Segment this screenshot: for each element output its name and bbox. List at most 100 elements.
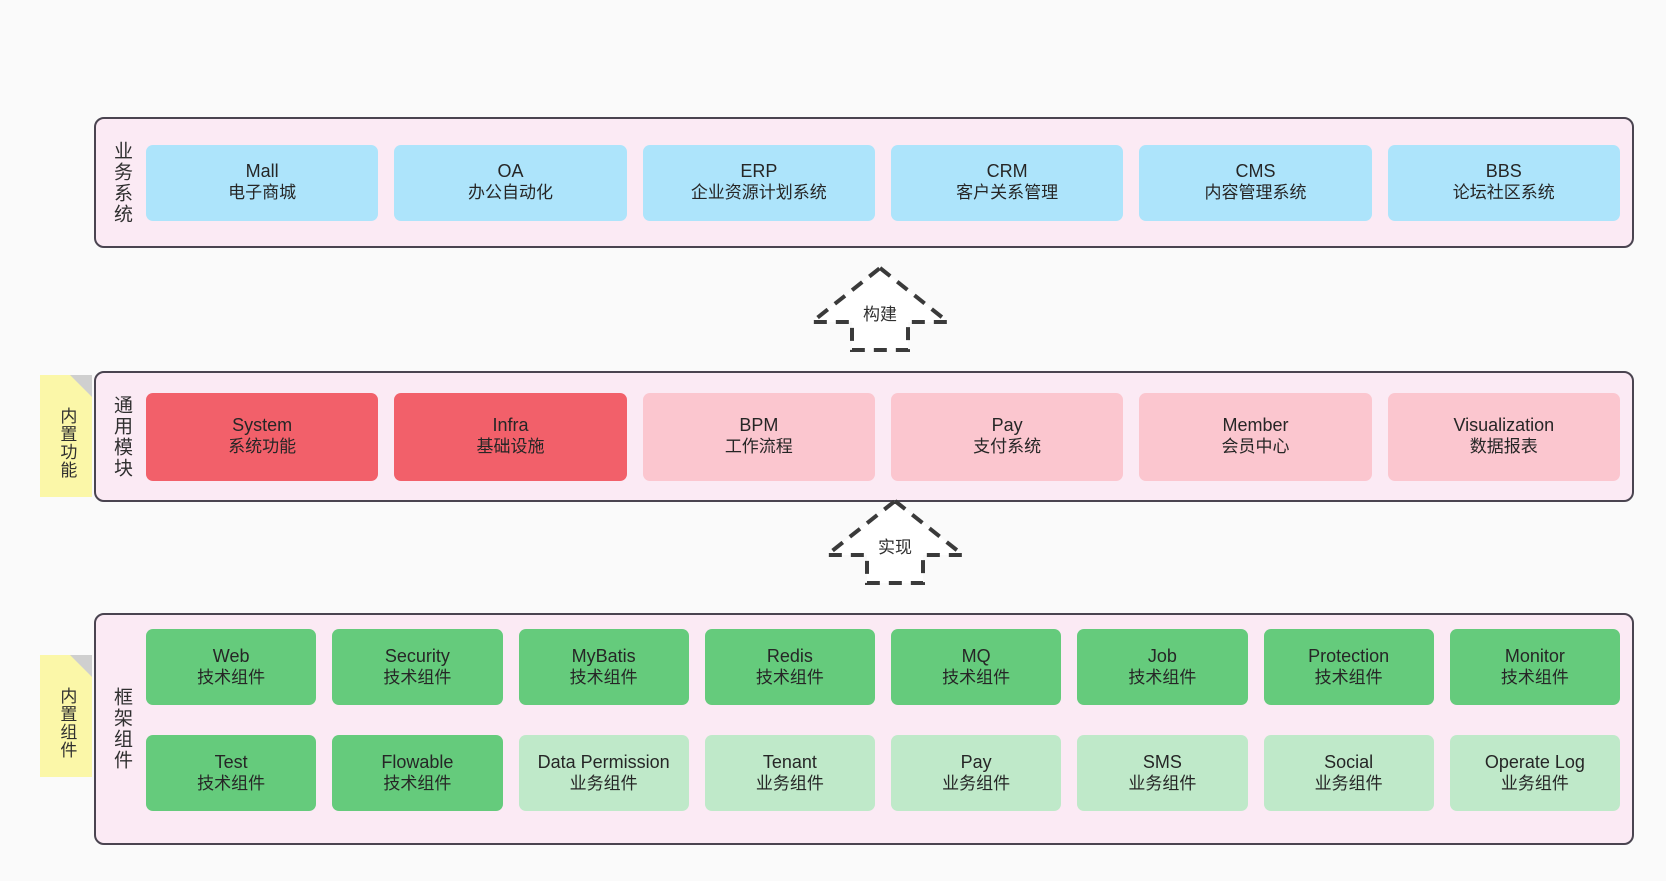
- card-cms[interactable]: CMS 内容管理系统: [1139, 144, 1372, 221]
- card-title: Security: [384, 645, 450, 666]
- card-subtitle: 会员中心: [1221, 437, 1290, 457]
- card-subtitle: 技术组件: [383, 773, 452, 793]
- arrow-realize-label: 实现: [878, 538, 912, 557]
- layer-business-system: 业务系统 Mall 电子商城 OA 办公自动化 ERP 企业资源计划系统 CRM…: [94, 117, 1634, 248]
- card-oa[interactable]: OA 办公自动化: [394, 144, 627, 221]
- card-security[interactable]: Security 技术组件: [332, 629, 503, 705]
- card-subtitle: 业务组件: [569, 773, 638, 793]
- card-bbs[interactable]: BBS 论坛社区系统: [1387, 144, 1620, 221]
- card-job[interactable]: Job 技术组件: [1077, 629, 1248, 705]
- card-subtitle: 基础设施: [476, 437, 545, 457]
- card-protection[interactable]: Protection 技术组件: [1263, 629, 1434, 705]
- card-title: Data Permission: [537, 751, 670, 772]
- card-title: BPM: [739, 415, 779, 436]
- sticky-fold-icon: [70, 375, 92, 397]
- card-title: Infra: [492, 415, 529, 436]
- card-subtitle: 业务组件: [1128, 773, 1197, 793]
- card-subtitle: 办公自动化: [467, 183, 553, 203]
- card-subtitle: 企业资源计划系统: [690, 183, 827, 203]
- card-subtitle: 系统功能: [228, 437, 297, 457]
- card-title: Web: [212, 645, 250, 666]
- card-subtitle: 内容管理系统: [1204, 183, 1307, 203]
- card-title: Mall: [245, 161, 279, 182]
- card-subtitle: 业务组件: [1314, 773, 1383, 793]
- card-social[interactable]: Social 业务组件: [1263, 735, 1434, 811]
- framework-component-grid: Web 技术组件 Security 技术组件 MyBatis 技术组件 Redi…: [146, 615, 1632, 843]
- card-bpm[interactable]: BPM 工作流程: [642, 392, 875, 481]
- business-system-card-row: Mall 电子商城 OA 办公自动化 ERP 企业资源计划系统 CRM 客户关系…: [146, 119, 1632, 246]
- sticky-note-label: 内置组件: [57, 687, 77, 759]
- card-title: MyBatis: [571, 645, 636, 666]
- card-visualization[interactable]: Visualization 数据报表: [1387, 392, 1620, 481]
- arrow-realize: 实现: [815, 495, 975, 585]
- framework-tech-row: Web 技术组件 Security 技术组件 MyBatis 技术组件 Redi…: [146, 629, 1620, 723]
- sticky-note-builtin-feature: 内置功能: [40, 375, 92, 497]
- card-mall[interactable]: Mall 电子商城: [146, 144, 379, 221]
- card-title: System: [232, 415, 293, 436]
- sticky-note-builtin-component: 内置组件: [40, 655, 92, 777]
- card-title: Test: [214, 751, 248, 772]
- card-subtitle: 客户关系管理: [956, 183, 1059, 203]
- card-tenant[interactable]: Tenant 业务组件: [704, 735, 875, 811]
- arrow-build: 构建: [800, 262, 960, 352]
- card-subtitle: 技术组件: [942, 667, 1011, 687]
- card-title: Tenant: [762, 751, 817, 772]
- card-web[interactable]: Web 技术组件: [146, 629, 317, 705]
- card-data-permission[interactable]: Data Permission 业务组件: [518, 735, 689, 811]
- card-title: BBS: [1485, 161, 1522, 182]
- card-title: Pay: [991, 415, 1023, 436]
- arrow-build-label: 构建: [863, 305, 897, 324]
- card-subtitle: 技术组件: [197, 773, 266, 793]
- card-mq[interactable]: MQ 技术组件: [891, 629, 1062, 705]
- card-redis[interactable]: Redis 技术组件: [704, 629, 875, 705]
- common-module-card-row: System 系统功能 Infra 基础设施 BPM 工作流程 Pay 支付系统…: [146, 373, 1632, 500]
- card-title: Protection: [1308, 645, 1390, 666]
- card-subtitle: 业务组件: [755, 773, 824, 793]
- card-pay-module[interactable]: Pay 支付系统: [890, 392, 1124, 481]
- card-subtitle: 技术组件: [1314, 667, 1383, 687]
- card-crm[interactable]: CRM 客户关系管理: [890, 144, 1124, 221]
- card-title: Visualization: [1453, 415, 1555, 436]
- layer-label-framework-component: 框架组件: [110, 687, 132, 771]
- card-subtitle: 支付系统: [973, 437, 1042, 457]
- card-erp[interactable]: ERP 企业资源计划系统: [642, 144, 875, 221]
- card-mybatis[interactable]: MyBatis 技术组件: [518, 629, 689, 705]
- sticky-note-label: 内置功能: [57, 407, 77, 479]
- arrow-build-glyph: [806, 265, 954, 352]
- card-subtitle: 论坛社区系统: [1452, 183, 1555, 203]
- card-title: CMS: [1235, 161, 1276, 182]
- card-test[interactable]: Test 技术组件: [146, 735, 317, 811]
- card-title: SMS: [1142, 751, 1182, 772]
- card-subtitle: 技术组件: [383, 667, 452, 687]
- card-title: Flowable: [381, 751, 454, 772]
- card-subtitle: 电子商城: [228, 183, 297, 203]
- card-title: OA: [497, 161, 524, 182]
- card-system[interactable]: System 系统功能: [146, 392, 379, 481]
- card-title: Monitor: [1504, 645, 1565, 666]
- card-title: Member: [1222, 415, 1289, 436]
- card-subtitle: 技术组件: [1500, 667, 1569, 687]
- card-pay-component[interactable]: Pay 业务组件: [891, 735, 1062, 811]
- card-subtitle: 数据报表: [1469, 437, 1538, 457]
- layer-label-common-module: 通用模块: [110, 394, 132, 479]
- card-sms[interactable]: SMS 业务组件: [1077, 735, 1248, 811]
- layer-common-module: 通用模块 System 系统功能 Infra 基础设施 BPM 工作流程 Pay…: [94, 371, 1634, 502]
- framework-biz-row: Test 技术组件 Flowable 技术组件 Data Permission …: [146, 735, 1620, 829]
- card-subtitle: 技术组件: [1128, 667, 1197, 687]
- card-monitor[interactable]: Monitor 技术组件: [1449, 629, 1620, 705]
- card-subtitle: 技术组件: [197, 667, 266, 687]
- card-member[interactable]: Member 会员中心: [1139, 392, 1372, 481]
- card-subtitle: 业务组件: [1500, 773, 1569, 793]
- card-title: ERP: [740, 161, 778, 182]
- card-title: Operate Log: [1484, 751, 1585, 772]
- card-flowable[interactable]: Flowable 技术组件: [332, 735, 503, 811]
- arrow-realize-glyph: [821, 498, 969, 585]
- card-operate-log[interactable]: Operate Log 业务组件: [1449, 735, 1620, 811]
- card-title: Social: [1324, 751, 1374, 772]
- card-infra[interactable]: Infra 基础设施: [394, 392, 627, 481]
- layer-label-business-system: 业务系统: [110, 140, 132, 225]
- card-title: MQ: [961, 645, 991, 666]
- card-title: CRM: [986, 161, 1028, 182]
- card-subtitle: 工作流程: [724, 437, 793, 457]
